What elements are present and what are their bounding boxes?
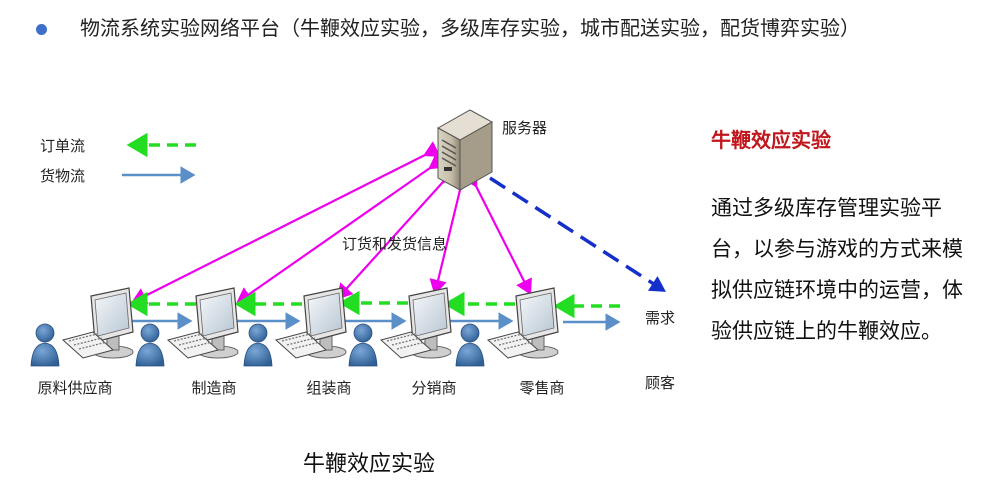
person-icon <box>30 323 60 367</box>
node-label-manufacturer: 制造商 <box>191 379 236 397</box>
demand-label: 需求 <box>645 309 675 327</box>
person-icon <box>243 323 273 367</box>
monitor-icon <box>90 287 134 359</box>
server-label: 服务器 <box>502 119 547 137</box>
node-label-assembler: 组装商 <box>306 379 351 397</box>
info-flow-label: 订货和发货信息 <box>342 235 447 253</box>
node-labels: 原料供应商 制造商 组装商 分销商 零售商 <box>37 379 564 397</box>
person-icon <box>348 323 378 367</box>
info-arrow-assembler <box>336 166 459 300</box>
keyboard-icon <box>379 331 433 359</box>
legend-goods-flow-label: 货物流 <box>40 167 85 185</box>
goods-flow-arrows <box>126 312 621 331</box>
node-label-distributor: 分销商 <box>411 379 456 397</box>
info-arrow-retailer <box>462 170 532 295</box>
server-icon <box>436 109 494 191</box>
workstation-manufacturer <box>135 287 239 367</box>
demand-arrow <box>489 176 666 292</box>
person-icon <box>135 323 165 367</box>
workstation-assembler <box>243 287 347 367</box>
info-arrow-supplier <box>131 141 441 304</box>
monitor-icon <box>515 287 559 359</box>
workstation-retailer <box>455 287 559 367</box>
legend: 订单流 货物流 <box>40 132 196 185</box>
info-flow-arrows <box>131 141 532 304</box>
keyboard-icon <box>166 331 220 359</box>
side-panel-title: 牛鞭效应实验 <box>711 128 831 152</box>
customer-label: 顾客 <box>645 374 675 392</box>
workstation-distributor <box>348 287 452 367</box>
page-heading: 物流系统实验网络平台（牛鞭效应实验，多级库存实验，城市配送实验，配货博弈实验） <box>80 16 860 40</box>
keyboard-icon <box>486 331 540 359</box>
legend-order-flow-label: 订单流 <box>40 137 85 155</box>
bullet-point <box>36 24 47 35</box>
person-icon <box>455 323 485 367</box>
workstations <box>30 287 559 367</box>
info-arrow-distributor <box>429 175 472 296</box>
keyboard-icon <box>274 331 328 359</box>
order-flow-arrows <box>126 290 620 319</box>
keyboard-icon <box>61 331 115 359</box>
side-panel-description: 通过多级库存管理实验平台，以参与游戏的方式来模拟供应链环境中的运营，体验供应链上… <box>711 196 963 343</box>
node-label-retailer: 零售商 <box>519 379 564 397</box>
workstation-supplier <box>30 287 134 367</box>
node-label-supplier: 原料供应商 <box>37 379 112 397</box>
diagram-caption: 牛鞭效应实验 <box>303 452 436 477</box>
